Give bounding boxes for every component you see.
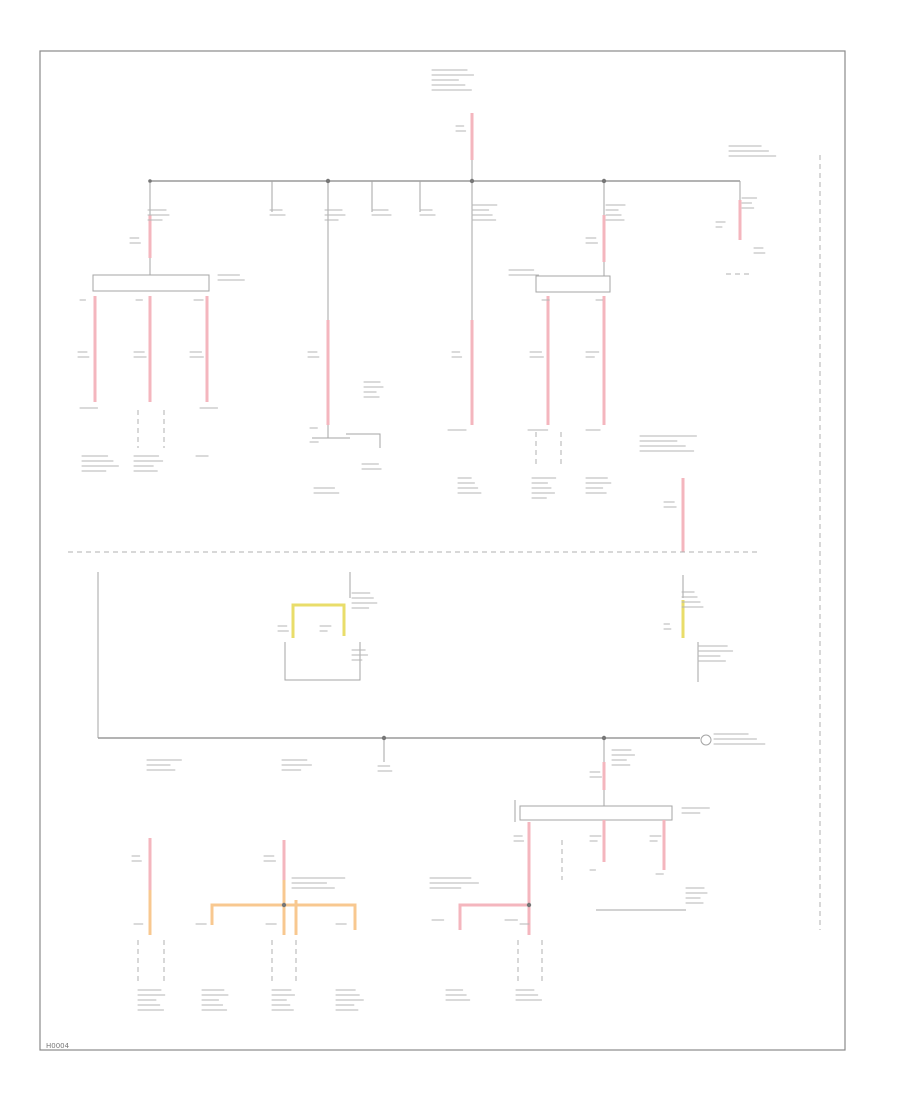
splice-connector-left <box>92 274 210 292</box>
illegible-annotations <box>77 69 777 1011</box>
middle-section <box>97 572 712 762</box>
wire-switch-yellow <box>291 603 346 638</box>
diagram-frame <box>39 50 846 1051</box>
junction-nodes <box>148 178 607 908</box>
page-code: H0004 <box>46 1042 70 1050</box>
top-section <box>92 113 821 930</box>
bottom-section <box>137 762 686 982</box>
ground-terminal <box>700 734 712 746</box>
splice-connector-right <box>535 275 611 293</box>
splice-connector-bottom <box>519 805 673 821</box>
